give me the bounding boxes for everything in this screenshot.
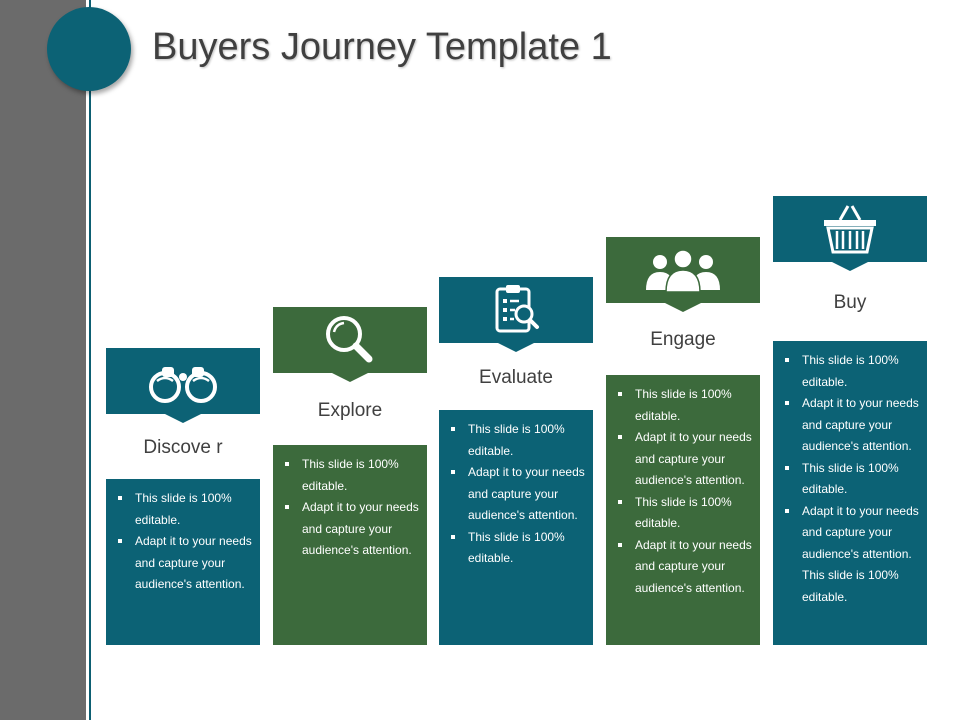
stage-label-discover: Discove r xyxy=(143,437,223,458)
slide-title: Buyers Journey Template 1 xyxy=(152,26,612,68)
bullet-item: This slide is 100% editable. xyxy=(114,488,254,531)
bullet-item: Adapt it to your needs and capture your … xyxy=(281,497,421,562)
discover-text-box: This slide is 100% editable. Adapt it to… xyxy=(106,479,260,645)
bullet-item: This slide is 100% editable. xyxy=(781,350,921,393)
evaluate-text-box: This slide is 100% editable. Adapt it to… xyxy=(439,410,593,645)
bullet-item: This slide is 100% editable. xyxy=(447,419,587,462)
bullet-item: Adapt it to your needs and capture your … xyxy=(114,531,254,596)
bullet-item: Adapt it to your needs and capture your … xyxy=(781,393,921,458)
buy-banner xyxy=(773,196,927,271)
bullet-item: This slide is 100% editable. xyxy=(281,454,421,497)
stage-label-buy: Buy xyxy=(833,292,867,313)
engage-text-box: This slide is 100% editable. Adapt it to… xyxy=(606,375,760,645)
stage-label-evaluate: Evaluate xyxy=(479,367,553,388)
bullet-item: Adapt it to your needs and capture your … xyxy=(781,501,921,609)
explore-banner xyxy=(273,307,427,382)
explore-text-box: This slide is 100% editable. Adapt it to… xyxy=(273,445,427,645)
clipboard-search-icon xyxy=(495,285,539,333)
bullet-item: Adapt it to your needs and capture your … xyxy=(447,462,587,527)
discover-banner xyxy=(106,348,260,423)
sidebar-accent-line xyxy=(89,0,91,720)
binoculars-icon xyxy=(149,367,217,403)
bullet-item: This slide is 100% editable. xyxy=(614,384,754,427)
bullet-item: Adapt it to your needs and capture your … xyxy=(614,427,754,492)
shopping-basket-icon xyxy=(824,205,876,254)
stage-label-explore: Explore xyxy=(317,400,383,421)
evaluate-banner xyxy=(439,277,593,352)
engage-banner xyxy=(606,237,760,312)
people-group-icon xyxy=(646,249,720,292)
left-sidebar-bar xyxy=(0,0,86,720)
title-accent-circle xyxy=(47,7,131,91)
magnifier-icon xyxy=(326,316,373,363)
bullet-item: Adapt it to your needs and capture your … xyxy=(614,535,754,600)
stage-label-engage: Engage xyxy=(650,329,716,350)
bullet-item: This slide is 100% editable. xyxy=(447,527,587,570)
bullet-item: This slide is 100% editable. xyxy=(614,492,754,535)
bullet-item: This slide is 100% editable. xyxy=(781,458,921,501)
buy-text-box: This slide is 100% editable. Adapt it to… xyxy=(773,341,927,645)
